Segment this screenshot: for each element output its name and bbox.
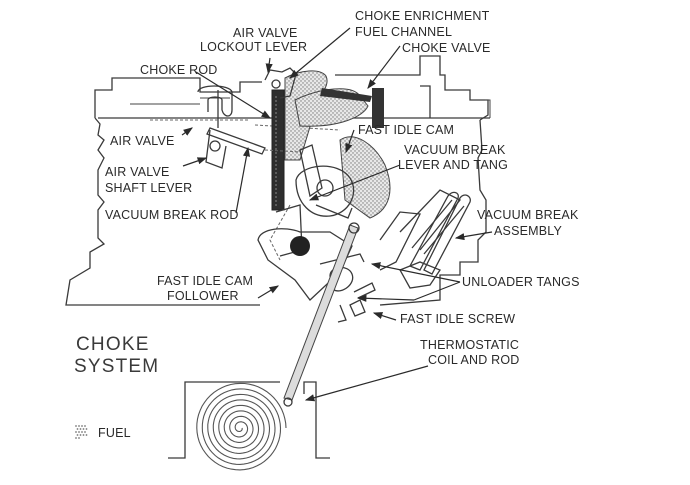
fast-idle-cam-follower — [257, 228, 376, 323]
label-choke-enrichment: CHOKE ENRICHMENT — [355, 9, 490, 23]
fuel-dot — [78, 431, 80, 433]
fuel-dot — [84, 431, 86, 433]
fuel-dot — [82, 434, 85, 436]
label-vb-lever-1: VACUUM BREAK — [404, 143, 506, 157]
fuel-dot — [75, 425, 77, 427]
fuel-swatch-icon — [75, 425, 88, 439]
title-system: SYSTEM — [74, 356, 159, 377]
fuel-dot — [78, 425, 80, 427]
label-unloader-tangs: UNLOADER TANGS — [462, 275, 580, 289]
fuel-dot — [84, 425, 86, 427]
label-air-valve: AIR VALVE — [110, 134, 175, 148]
label-air-valve-lockout-2: LOCKOUT LEVER — [200, 40, 307, 54]
label-fast-idle-screw: FAST IDLE SCREW — [400, 312, 515, 326]
thermostatic-coil-housing — [168, 381, 330, 459]
legend-fuel-label: FUEL — [98, 426, 131, 440]
fuel-dot — [85, 428, 88, 430]
label-choke-rod: CHOKE ROD — [140, 63, 218, 77]
choke-enrichment-channel — [264, 67, 369, 211]
fuel-dot — [75, 437, 77, 439]
legend-fuel: FUEL — [75, 425, 131, 440]
label-air-valve-lockout-1: AIR VALVE — [233, 26, 298, 40]
label-vb-assembly-2: ASSEMBLY — [494, 224, 563, 238]
label-air-valve-shaft-2: SHAFT LEVER — [105, 181, 192, 195]
leader-lines — [181, 27, 493, 402]
air-valve-bracket — [197, 85, 233, 169]
thermostatic-coil — [196, 382, 287, 471]
label-choke-valve: CHOKE VALVE — [402, 41, 491, 55]
choke-valve — [320, 88, 384, 128]
vacuum-break-rod — [206, 127, 266, 155]
fast-idle-cam — [264, 136, 391, 261]
label-vb-assembly-1: VACUUM BREAK — [477, 208, 579, 222]
fuel-dot — [75, 431, 77, 433]
rod-bottom-pivot — [283, 397, 293, 407]
label-air-valve-shaft-1: AIR VALVE — [105, 165, 170, 179]
rod-top-pivot — [348, 222, 360, 234]
fuel-dot — [79, 428, 82, 430]
label-fast-idle-follower-1: FAST IDLE CAM — [157, 274, 253, 288]
carburetor-body — [65, 55, 491, 306]
fuel-dot — [76, 434, 79, 436]
fuel-dot — [81, 425, 83, 427]
vacuum-break-assembly — [379, 189, 471, 289]
coil-spiral — [196, 382, 287, 471]
fuel-dot — [76, 428, 79, 430]
label-fuel-channel: FUEL CHANNEL — [355, 25, 452, 39]
label-fast-idle-follower-2: FOLLOWER — [167, 289, 239, 303]
title-choke: CHOKE — [76, 334, 150, 355]
label-thermostatic-2: COIL AND ROD — [428, 353, 520, 367]
label-fast-idle-cam: FAST IDLE CAM — [358, 123, 454, 137]
label-vb-lever-2: LEVER AND TANG — [398, 158, 508, 172]
fuel-dot — [79, 434, 82, 436]
fuel-dot — [82, 428, 85, 430]
fuel-dot — [85, 434, 88, 436]
label-thermostatic-1: THERMOSTATIC — [420, 338, 519, 352]
fuel-dot — [78, 437, 80, 439]
label-vacuum-break-rod: VACUUM BREAK ROD — [105, 208, 239, 222]
fuel-dot — [81, 431, 83, 433]
